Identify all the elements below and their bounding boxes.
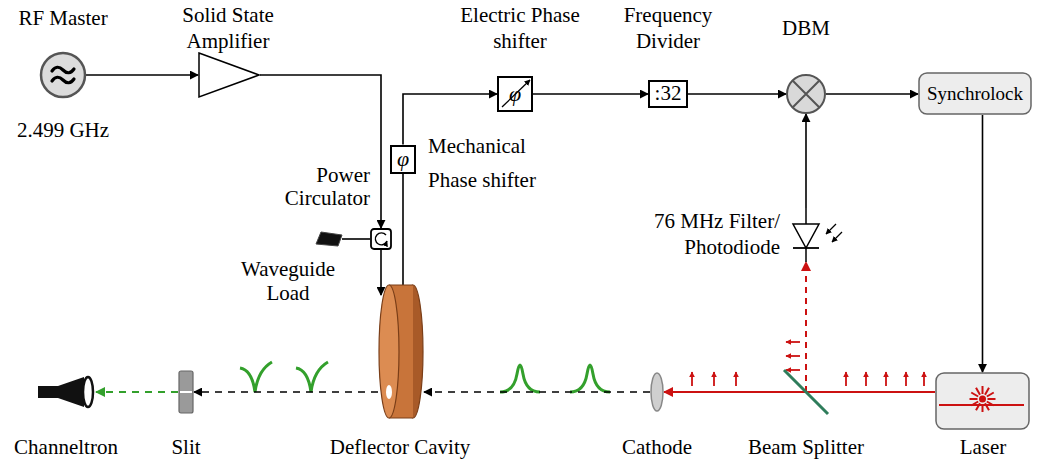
node-label: Power Circulator	[270, 164, 370, 210]
cathode: Cathode	[650, 372, 664, 412]
photodiode: 76 MHz Filter/ Photodiode	[790, 208, 822, 262]
node-label: DBM	[766, 15, 846, 41]
slit: Slit	[178, 370, 194, 414]
rf-master-shape	[40, 52, 86, 98]
signal-connector	[342, 238, 370, 240]
node-label: 2.499 GHz	[0, 117, 133, 143]
beam-splitter-shape	[778, 364, 834, 420]
shape-label: φ	[509, 82, 521, 106]
node-label: Beam Splitter	[736, 434, 876, 460]
signal-connector	[982, 115, 984, 372]
frequency-divider: Frequency Divider:32	[648, 80, 688, 108]
signal-connector	[805, 114, 807, 208]
signal-connector	[402, 174, 404, 290]
node-label: Laser	[933, 434, 1033, 460]
node-label: RF Master	[0, 5, 133, 31]
signal-connector	[380, 250, 382, 295]
deflector-cavity: Deflector Cavity	[378, 285, 424, 418]
dbm-mixer: DBM	[786, 74, 826, 114]
node-label: Slit	[156, 434, 216, 460]
signal-connector	[96, 391, 178, 393]
node-label: Electric Phase shifter	[450, 2, 590, 54]
signal-connector	[806, 391, 935, 393]
shape-label: φ	[397, 147, 409, 171]
power-circulator: Power Circulator	[370, 228, 392, 250]
signal-connector	[260, 75, 381, 228]
dbm-mixer-shape	[786, 74, 826, 114]
signal-connector	[805, 262, 807, 392]
signal-connector	[194, 391, 378, 393]
waveguide-load: Waveguide Load	[316, 232, 342, 246]
signal-connector	[424, 391, 650, 393]
photodiode-shape	[790, 208, 822, 262]
beam-splitter: Beam Splitter	[778, 364, 834, 420]
deflector-cavity-shape	[378, 285, 424, 418]
signal-connector	[664, 391, 806, 393]
node-label: Cathode	[607, 434, 707, 460]
signal-connector	[533, 93, 648, 95]
rf-master: RF Master2.499 GHz	[40, 52, 86, 98]
node-label: Mechanical Phase shifter	[428, 129, 558, 197]
channeltron: Channeltron	[38, 376, 96, 408]
signal-connector	[826, 93, 918, 95]
synchrolock: Synchrolock	[918, 72, 1032, 115]
cathode-shape	[650, 372, 664, 412]
node-label: 76 MHz Filter/ Photodiode	[630, 208, 780, 260]
waveguide-load-shape	[316, 232, 342, 246]
node-label: Deflector Cavity	[310, 434, 490, 460]
node-label: Solid State Amplifier	[153, 2, 303, 54]
node-label: Channeltron	[1, 434, 131, 460]
signal-connector	[688, 93, 786, 95]
laser-polarization-arrows	[692, 342, 924, 386]
amplifier-shape	[198, 52, 260, 98]
node-label: Waveguide Load	[233, 257, 343, 305]
laser: Laser	[935, 372, 1030, 430]
shape-label: :32	[655, 82, 682, 105]
slit-shape	[178, 370, 194, 414]
mechanical-phase-shifter: φMechanical Phase shifter	[390, 145, 416, 174]
shape-label: Synchrolock	[927, 83, 1023, 104]
electric-phase-shifter: Electric Phase shifterφ	[497, 76, 533, 112]
channeltron-shape	[38, 376, 96, 408]
node-label: Frequency Divider	[613, 2, 723, 54]
laser-shape	[935, 372, 1030, 430]
power-circulator-shape	[370, 228, 392, 250]
signal-connector	[86, 74, 198, 76]
amplifier: Solid State Amplifier	[198, 52, 260, 98]
electron-pulses	[240, 362, 610, 392]
